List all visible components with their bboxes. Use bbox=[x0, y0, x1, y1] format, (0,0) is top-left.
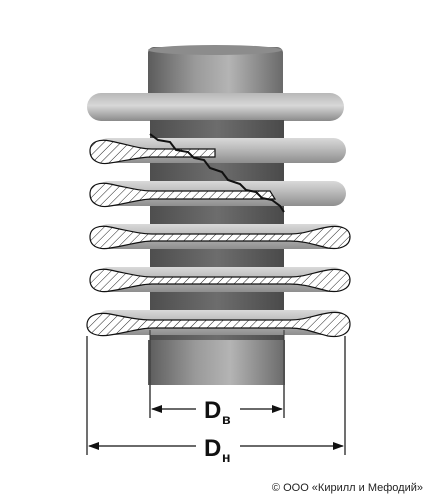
top-flange bbox=[87, 93, 344, 121]
section-5 bbox=[86, 311, 351, 338]
arrowhead-left bbox=[88, 442, 99, 450]
section-2 bbox=[89, 182, 277, 208]
top-neck bbox=[148, 47, 283, 107]
bottom-tube bbox=[148, 340, 285, 385]
section-4 bbox=[89, 268, 351, 293]
outer-diameter-subscript: н bbox=[222, 449, 230, 465]
copyright-notice: © ООО «Кирилл и Мефодий» bbox=[271, 482, 423, 494]
break-line bbox=[149, 133, 285, 213]
inner-diameter-dimension: D в bbox=[151, 397, 283, 427]
arrowhead-left bbox=[151, 405, 162, 413]
cutaway-section bbox=[86, 139, 351, 338]
inner-diameter-label: D bbox=[204, 397, 221, 424]
arrowhead-right bbox=[272, 405, 283, 413]
top-neck-rim bbox=[148, 45, 282, 55]
inner-diameter-subscript: в bbox=[222, 411, 231, 427]
outer-diameter-dimension: D н bbox=[88, 435, 344, 465]
arrowhead-right bbox=[333, 442, 344, 450]
outer-diameter-label: D bbox=[204, 435, 221, 462]
inner-core bbox=[150, 120, 284, 383]
section-1 bbox=[89, 139, 216, 165]
section-3 bbox=[89, 225, 351, 250]
